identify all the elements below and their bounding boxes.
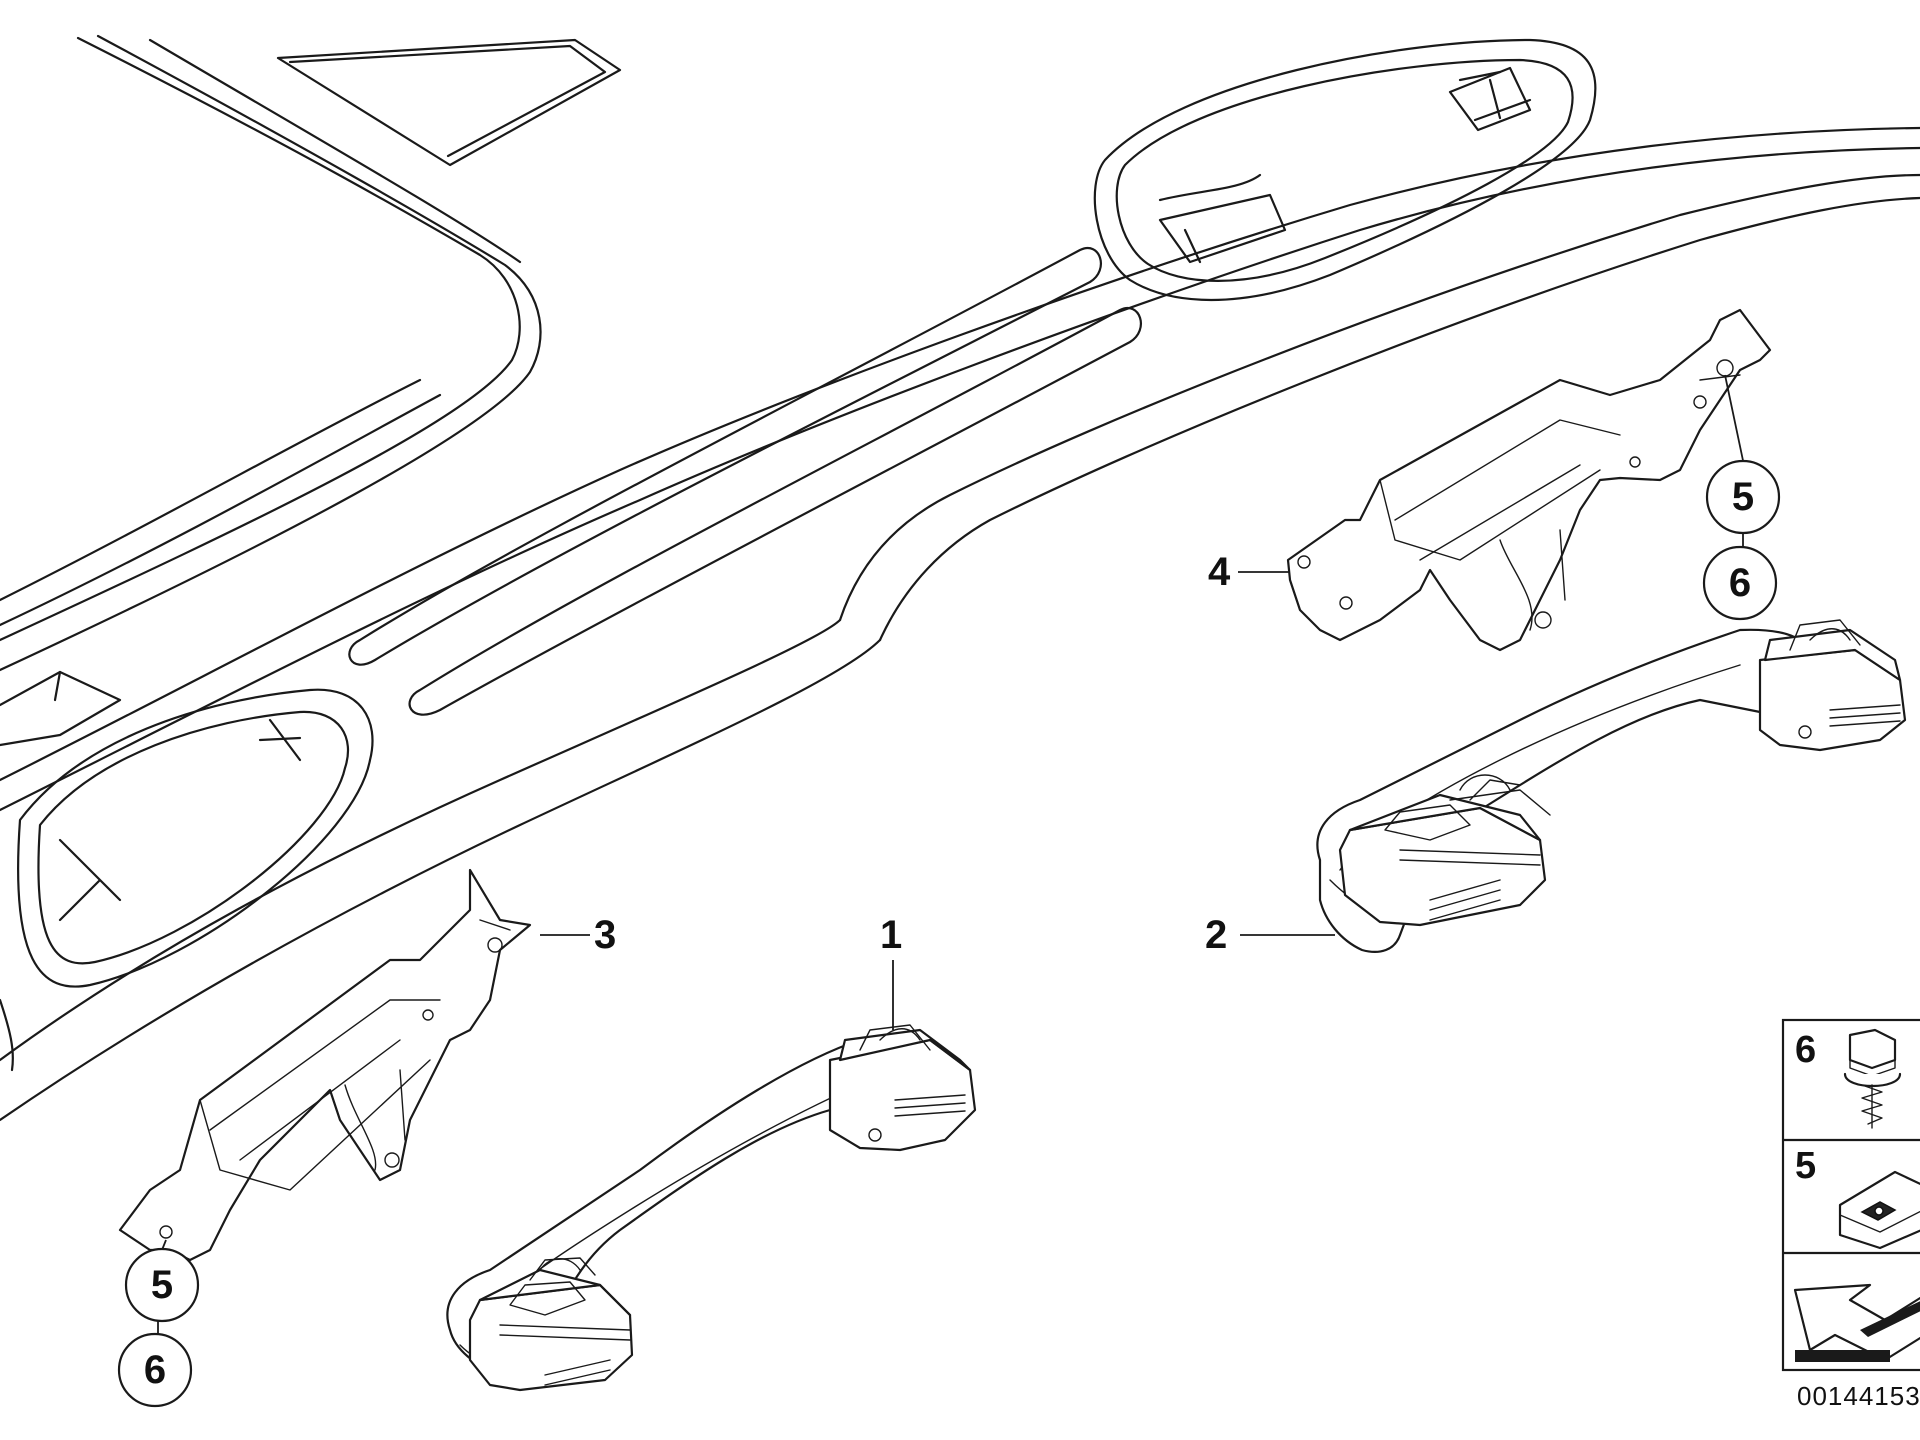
arrow-symbol-icon [1793, 1283, 1920, 1362]
reference-number: 00144153 [1797, 1381, 1920, 1411]
legend-box: 6 5 [1781, 1018, 1920, 1372]
clip-nut-icon [1838, 1170, 1920, 1250]
ref-circle-6-right [1702, 545, 1778, 621]
callout-2: 2 [1205, 913, 1227, 957]
part-3-bracket [118, 868, 532, 1262]
ref-circle-6-left [117, 1332, 193, 1408]
callout-4: 4 [1208, 550, 1231, 594]
legend-number-6: 6 [1795, 1029, 1816, 1071]
callout-1: 1 [880, 913, 902, 957]
callout-3: 3 [594, 913, 616, 957]
ref-label-5-left: 5 [151, 1263, 173, 1307]
ref-label-6-left: 6 [144, 1348, 166, 1392]
part-1-grab-handle [446, 1024, 977, 1392]
headliner [0, 34, 1920, 1122]
ref-label-6-right: 6 [1729, 561, 1751, 605]
screw-icon [1843, 1028, 1902, 1129]
ref-label-5-right: 5 [1732, 475, 1754, 519]
part-2-grab-handle [1316, 619, 1907, 953]
legend-number-5: 5 [1795, 1145, 1816, 1187]
part-4-bracket [1286, 308, 1772, 652]
ref-circle-5-left [124, 1247, 200, 1323]
